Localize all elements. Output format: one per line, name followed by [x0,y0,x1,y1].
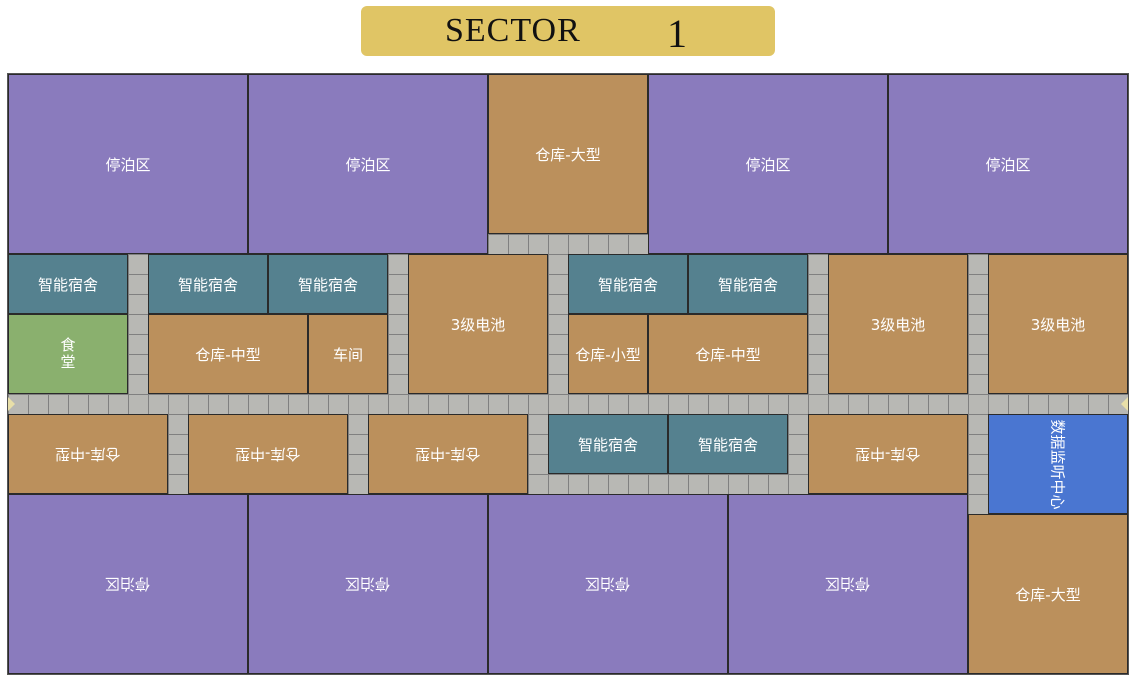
room-label: 仓库-中型 [855,444,921,463]
room-label: 数据监听中心 [1048,418,1067,510]
warehouse-medium[interactable]: 仓库-中型 [368,414,528,494]
warehouse-large[interactable]: 仓库-大型 [968,514,1128,674]
warehouse-medium[interactable]: 仓库-中型 [808,414,968,494]
sector-map: 停泊区 停泊区 仓库-大型 停泊区 停泊区 智能宿舍 智能宿舍 智能宿舍 3级电… [7,73,1129,675]
corridor-left-arrow-icon[interactable] [8,397,15,411]
parking-bay[interactable]: 停泊区 [248,74,488,254]
smart-dorm[interactable]: 智能宿舍 [548,414,668,474]
smart-dorm[interactable]: 智能宿舍 [268,254,388,314]
room-label: 3级电池 [870,315,926,334]
battery-level3[interactable]: 3级电池 [988,254,1128,394]
room-label: 停泊区 [985,155,1031,174]
room-label: 仓库-大型 [535,145,601,164]
data-monitoring-center[interactable]: 数据监听中心 [988,414,1128,514]
parking-bay[interactable]: 停泊区 [8,494,248,674]
workshop[interactable]: 车间 [308,314,388,394]
battery-level3[interactable]: 3级电池 [828,254,968,394]
smart-dorm[interactable]: 智能宿舍 [668,414,788,474]
room-label: 车间 [332,345,363,364]
room-label: 仓库-中型 [55,444,121,463]
smart-dorm[interactable]: 智能宿舍 [8,254,128,314]
room-label: 智能宿舍 [597,275,658,294]
room-label: 停泊区 [105,574,151,593]
warehouse-medium[interactable]: 仓库-中型 [8,414,168,494]
parking-bay[interactable]: 停泊区 [248,494,488,674]
sector-header: SECTOR 1 [361,6,775,56]
warehouse-medium[interactable]: 仓库-中型 [148,314,308,394]
smart-dorm[interactable]: 智能宿舍 [688,254,808,314]
room-label: 3级电池 [1030,315,1086,334]
room-label: 停泊区 [345,155,391,174]
room-label: 停泊区 [585,574,631,593]
parking-bay[interactable]: 停泊区 [888,74,1128,254]
parking-bay[interactable]: 停泊区 [648,74,888,254]
room-label: 仓库-小型 [575,345,641,364]
room-label: 食堂 [58,337,77,371]
room-label: 智能宿舍 [717,275,778,294]
room-label: 仓库-中型 [695,345,761,364]
room-label: 智能宿舍 [177,275,238,294]
sector-number: 1 [667,11,687,56]
room-label: 仓库-中型 [195,345,261,364]
warehouse-large[interactable]: 仓库-大型 [488,74,648,234]
room-label: 停泊区 [825,574,871,593]
corridor-right-arrow-icon[interactable] [1121,397,1128,411]
room-label: 仓库-中型 [415,444,481,463]
parking-bay[interactable]: 停泊区 [488,494,728,674]
sector-label: SECTOR [445,12,581,49]
parking-bay[interactable]: 停泊区 [728,494,968,674]
warehouse-small[interactable]: 仓库-小型 [568,314,648,394]
room-label: 停泊区 [345,574,391,593]
room-label: 仓库-中型 [235,444,301,463]
room-label: 智能宿舍 [697,435,758,454]
room-label: 仓库-大型 [1015,585,1081,604]
smart-dorm[interactable]: 智能宿舍 [568,254,688,314]
room-label: 智能宿舍 [577,435,638,454]
warehouse-medium[interactable]: 仓库-中型 [648,314,808,394]
battery-level3[interactable]: 3级电池 [408,254,548,394]
room-label: 智能宿舍 [37,275,98,294]
room-label: 3级电池 [450,315,506,334]
room-label: 停泊区 [105,155,151,174]
smart-dorm[interactable]: 智能宿舍 [148,254,268,314]
room-label: 智能宿舍 [297,275,358,294]
parking-bay[interactable]: 停泊区 [8,74,248,254]
canteen[interactable]: 食堂 [8,314,128,394]
warehouse-medium[interactable]: 仓库-中型 [188,414,348,494]
room-label: 停泊区 [745,155,791,174]
